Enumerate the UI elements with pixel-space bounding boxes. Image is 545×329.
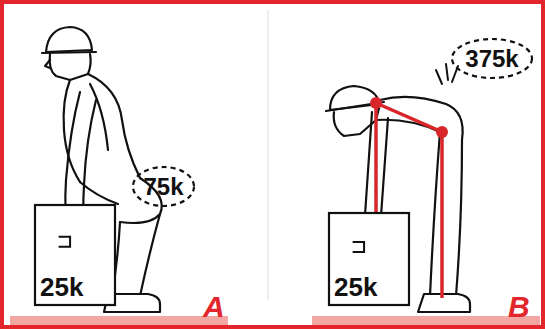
divider <box>268 10 269 300</box>
pain-marks <box>436 64 458 84</box>
ground-bar <box>10 316 228 325</box>
worker-b <box>326 86 470 312</box>
load-box: 25k <box>328 212 410 306</box>
dashed-callout: 75k <box>131 165 196 208</box>
weight-value: 25k <box>334 274 404 300</box>
weight-value: 75k <box>143 175 183 199</box>
panel-letter: B <box>508 292 530 322</box>
weight-value: 25k <box>40 274 110 300</box>
dashed-callout: 375k <box>450 37 534 80</box>
load-box: 25k <box>34 204 116 306</box>
ground-bar <box>312 316 540 325</box>
weight-value: 375k <box>465 47 518 71</box>
panel-letter: A <box>203 292 225 322</box>
